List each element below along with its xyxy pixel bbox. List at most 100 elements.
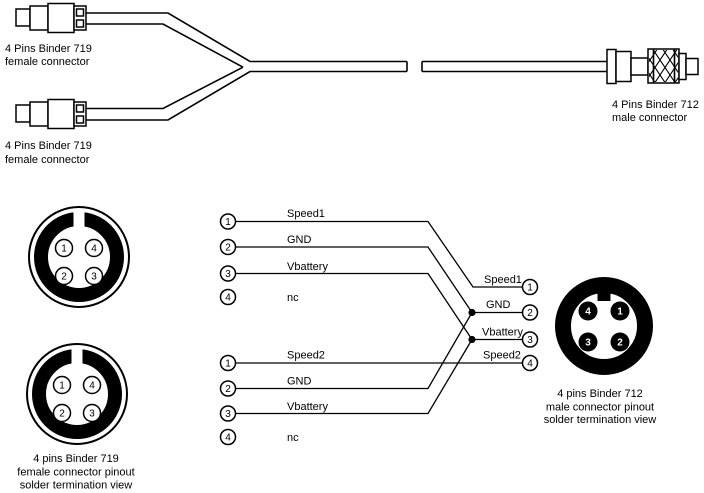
signal-label-speed1: Speed1 bbox=[484, 274, 522, 286]
pin-number: 3 bbox=[225, 269, 231, 280]
connector-flange bbox=[606, 48, 617, 85]
pin-circle bbox=[610, 301, 630, 321]
female-connector-bottom-icon bbox=[15, 98, 87, 130]
wire-gnd-2 bbox=[235, 312, 473, 390]
pin-circle bbox=[219, 265, 237, 282]
wiring-left-group1: 1 2 3 4 Speed1 GND Vbattery nc bbox=[219, 208, 328, 306]
connector-ring bbox=[555, 277, 653, 375]
male-pinout-caption-line2: male connector pinout bbox=[546, 402, 654, 414]
cable-edge bbox=[86, 70, 407, 121]
signal-label-speed2: Speed2 bbox=[483, 350, 521, 362]
connector-snout bbox=[15, 104, 31, 123]
wiring-right-group: 1 2 3 4 Speed1 GND Vbattery Speed2 bbox=[482, 274, 539, 372]
pin-circle bbox=[219, 405, 237, 422]
pin-circle bbox=[521, 354, 539, 372]
pin-number: 2 bbox=[527, 308, 533, 319]
pin-number: 1 bbox=[617, 307, 623, 318]
signal-label-gnd: GND bbox=[486, 299, 511, 311]
signal-label-vbattery: Vbattery bbox=[287, 261, 328, 273]
cable-edge bbox=[86, 12, 407, 63]
signal-label-nc: nc bbox=[287, 432, 299, 444]
wiring-diagram: 1 2 3 4 Speed1 GND Vbattery nc 1 2 3 4 S… bbox=[219, 208, 539, 446]
female-pinout-bottom: 1 4 2 3 4 pins Binder 719 female connect… bbox=[17, 343, 135, 492]
y-cable-outline bbox=[86, 12, 607, 121]
signal-label-gnd: GND bbox=[287, 376, 312, 388]
connector-tip bbox=[685, 57, 699, 76]
solder-cup bbox=[75, 104, 85, 113]
female-connector-bottom-label-line2: female connector bbox=[5, 154, 90, 166]
pin-number: 1 bbox=[225, 359, 231, 370]
pin-circle bbox=[219, 288, 237, 306]
pin-number: 4 bbox=[91, 244, 97, 255]
pin-number: 2 bbox=[617, 338, 623, 349]
pin-circle bbox=[578, 332, 598, 352]
pin-circle bbox=[610, 332, 630, 352]
female-pinout-caption-line3: solder termination view bbox=[20, 480, 133, 492]
connector-body bbox=[47, 2, 75, 34]
pin-number: 3 bbox=[91, 272, 97, 283]
signal-label-speed2: Speed2 bbox=[287, 350, 325, 362]
signal-label-gnd: GND bbox=[287, 234, 312, 246]
cable-edge bbox=[86, 66, 244, 110]
male-connector-label-line2: male connector bbox=[612, 112, 688, 124]
wire-gnd-1 bbox=[235, 246, 473, 313]
keyway-notch bbox=[73, 209, 85, 232]
pin-number: 2 bbox=[225, 384, 231, 395]
female-connector-top-icon bbox=[15, 2, 87, 34]
wire-speed1 bbox=[235, 220, 523, 288]
wire-vbattery-1 bbox=[235, 272, 473, 340]
keyway-notch bbox=[71, 346, 83, 369]
pin-number: 2 bbox=[59, 409, 65, 420]
pin-circle bbox=[219, 213, 237, 230]
pin-number: 1 bbox=[527, 283, 533, 294]
female-connector-top-label-line2: female connector bbox=[5, 56, 90, 68]
pin-number: 1 bbox=[225, 217, 231, 228]
connector-collar bbox=[29, 5, 49, 31]
male-pinout-caption-line3: solder termination view bbox=[544, 414, 657, 426]
pin-circle bbox=[82, 375, 102, 395]
pin-number: 3 bbox=[585, 338, 591, 349]
female-pinout-caption-line1: 4 pins Binder 719 bbox=[33, 453, 119, 465]
pin-circle bbox=[84, 238, 104, 258]
pin-circle bbox=[84, 266, 104, 286]
signal-label-speed1: Speed1 bbox=[287, 208, 325, 220]
pin-circle bbox=[219, 380, 237, 397]
female-connector-top-label-line1: 4 Pins Binder 719 bbox=[5, 43, 92, 55]
connector-body bbox=[615, 50, 632, 83]
male-connector-icon bbox=[606, 48, 699, 85]
pin-number: 3 bbox=[89, 409, 95, 420]
pin-circle bbox=[52, 403, 72, 423]
pin-number: 4 bbox=[527, 359, 533, 370]
connector-body bbox=[47, 98, 75, 130]
signal-label-nc: nc bbox=[287, 292, 299, 304]
pin-number: 4 bbox=[225, 293, 231, 304]
key-tab bbox=[597, 293, 611, 301]
pin-circle bbox=[219, 354, 237, 372]
cable-assembly: 4 Pins Binder 719 female connector 4 Pin… bbox=[5, 2, 699, 166]
signal-label-vbattery: Vbattery bbox=[287, 401, 328, 413]
junction-dot-vbattery bbox=[468, 335, 476, 344]
cable-edge bbox=[86, 23, 244, 68]
pin-number: 3 bbox=[225, 409, 231, 420]
wiring-left-group2: 1 2 3 4 Speed2 GND Vbattery nc bbox=[219, 350, 328, 446]
male-connector-label-line1: 4 Pins Binder 712 bbox=[612, 99, 699, 111]
pin-circle bbox=[521, 278, 539, 296]
junction-dot-gnd bbox=[468, 308, 476, 317]
solder-cup bbox=[75, 115, 85, 124]
pin-circle bbox=[219, 238, 237, 256]
pin-circle bbox=[521, 304, 539, 321]
pin-circle bbox=[578, 301, 598, 321]
solder-cup bbox=[75, 19, 85, 28]
pin-circle bbox=[54, 238, 74, 258]
pin-circle bbox=[521, 331, 539, 348]
pin-number: 4 bbox=[89, 381, 95, 392]
connector-step bbox=[678, 52, 687, 81]
pin-number: 2 bbox=[225, 243, 231, 254]
pin-number: 1 bbox=[59, 381, 65, 392]
pin-number: 4 bbox=[225, 433, 231, 444]
pin-circle bbox=[82, 403, 102, 423]
signal-label-vbattery: Vbattery bbox=[482, 327, 523, 339]
connector-neck bbox=[630, 57, 649, 76]
